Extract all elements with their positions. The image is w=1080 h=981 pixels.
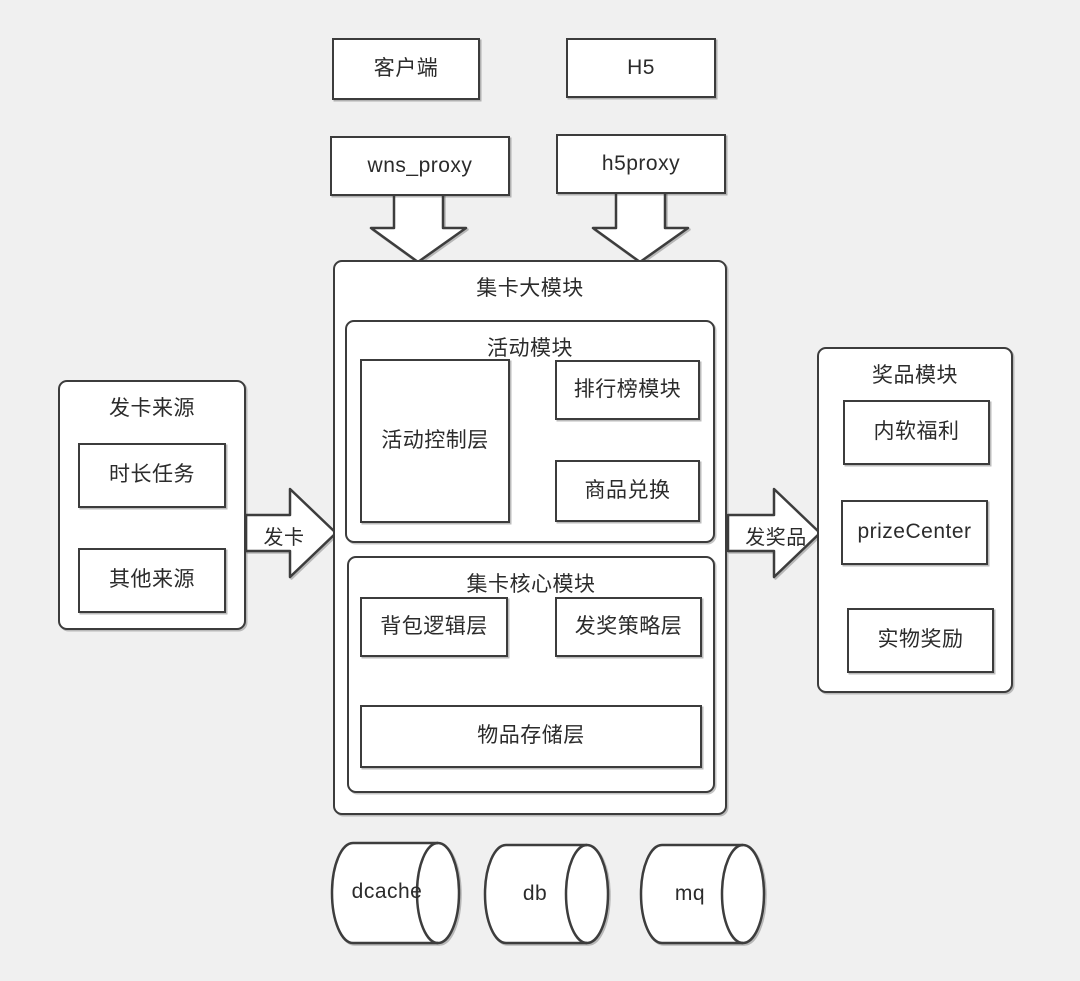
prize-item-label: prizeCenter bbox=[857, 520, 972, 544]
issue-prize-label: 发奖品 bbox=[745, 527, 807, 549]
goods-exchange-label: 商品兑换 bbox=[584, 478, 671, 502]
block-arrow-wns-down bbox=[369, 190, 468, 264]
h5-box[interactable]: H5 bbox=[566, 38, 716, 98]
prize-item-label: 内软福利 bbox=[873, 420, 960, 444]
client-box[interactable]: 客户端 bbox=[332, 38, 480, 100]
wns-proxy-label: wns_proxy bbox=[367, 153, 473, 177]
wns-proxy-box[interactable]: wns_proxy bbox=[330, 136, 510, 196]
storage-label-db: db bbox=[522, 882, 548, 905]
h5-box-label: H5 bbox=[627, 55, 655, 79]
card-source-title: 发卡来源 bbox=[109, 397, 195, 420]
card-source-item-label: 其他来源 bbox=[109, 568, 195, 592]
item-storage-layer-box[interactable]: 物品存储层 bbox=[360, 705, 702, 768]
activity-control-layer-label: 活动控制层 bbox=[381, 428, 489, 452]
ranking-module-box[interactable]: 排行榜模块 bbox=[555, 360, 700, 420]
h5-proxy-box[interactable]: h5proxy bbox=[556, 134, 726, 194]
client-box-label: 客户端 bbox=[373, 56, 439, 80]
prize-module-title: 奖品模块 bbox=[872, 364, 958, 387]
bag-logic-layer-label: 背包逻辑层 bbox=[380, 614, 488, 638]
issue-card-label: 发卡 bbox=[263, 527, 305, 549]
card-source-item-duration-task[interactable]: 时长任务 bbox=[78, 443, 226, 508]
card-source-item-other-source[interactable]: 其他来源 bbox=[78, 548, 226, 613]
ranking-module-label: 排行榜模块 bbox=[573, 377, 682, 401]
goods-exchange-box[interactable]: 商品兑换 bbox=[555, 460, 700, 522]
activity-module-title: 活动模块 bbox=[487, 337, 573, 360]
storage-label-dcache: dcache bbox=[351, 880, 423, 903]
prize-item-physical-reward[interactable]: 实物奖励 bbox=[847, 608, 994, 673]
core-module-title: 集卡核心模块 bbox=[466, 573, 596, 596]
prize-item-label: 实物奖励 bbox=[877, 628, 964, 652]
block-arrow-h5-down bbox=[591, 190, 690, 264]
prize-strategy-layer-label: 发奖策略层 bbox=[574, 614, 683, 638]
card-source-item-label: 时长任务 bbox=[109, 463, 195, 487]
activity-control-layer-box[interactable]: 活动控制层 bbox=[360, 359, 510, 523]
bag-logic-layer-box[interactable]: 背包逻辑层 bbox=[360, 597, 508, 657]
item-storage-layer-label: 物品存储层 bbox=[477, 724, 585, 748]
prize-item-internal-benefit[interactable]: 内软福利 bbox=[843, 400, 990, 465]
prize-strategy-layer-box[interactable]: 发奖策略层 bbox=[555, 597, 702, 657]
storage-label-mq: mq bbox=[674, 882, 706, 905]
h5-proxy-label: h5proxy bbox=[601, 151, 681, 175]
main-module-title: 集卡大模块 bbox=[476, 277, 584, 300]
prize-item-prize-center[interactable]: prizeCenter bbox=[841, 500, 988, 565]
